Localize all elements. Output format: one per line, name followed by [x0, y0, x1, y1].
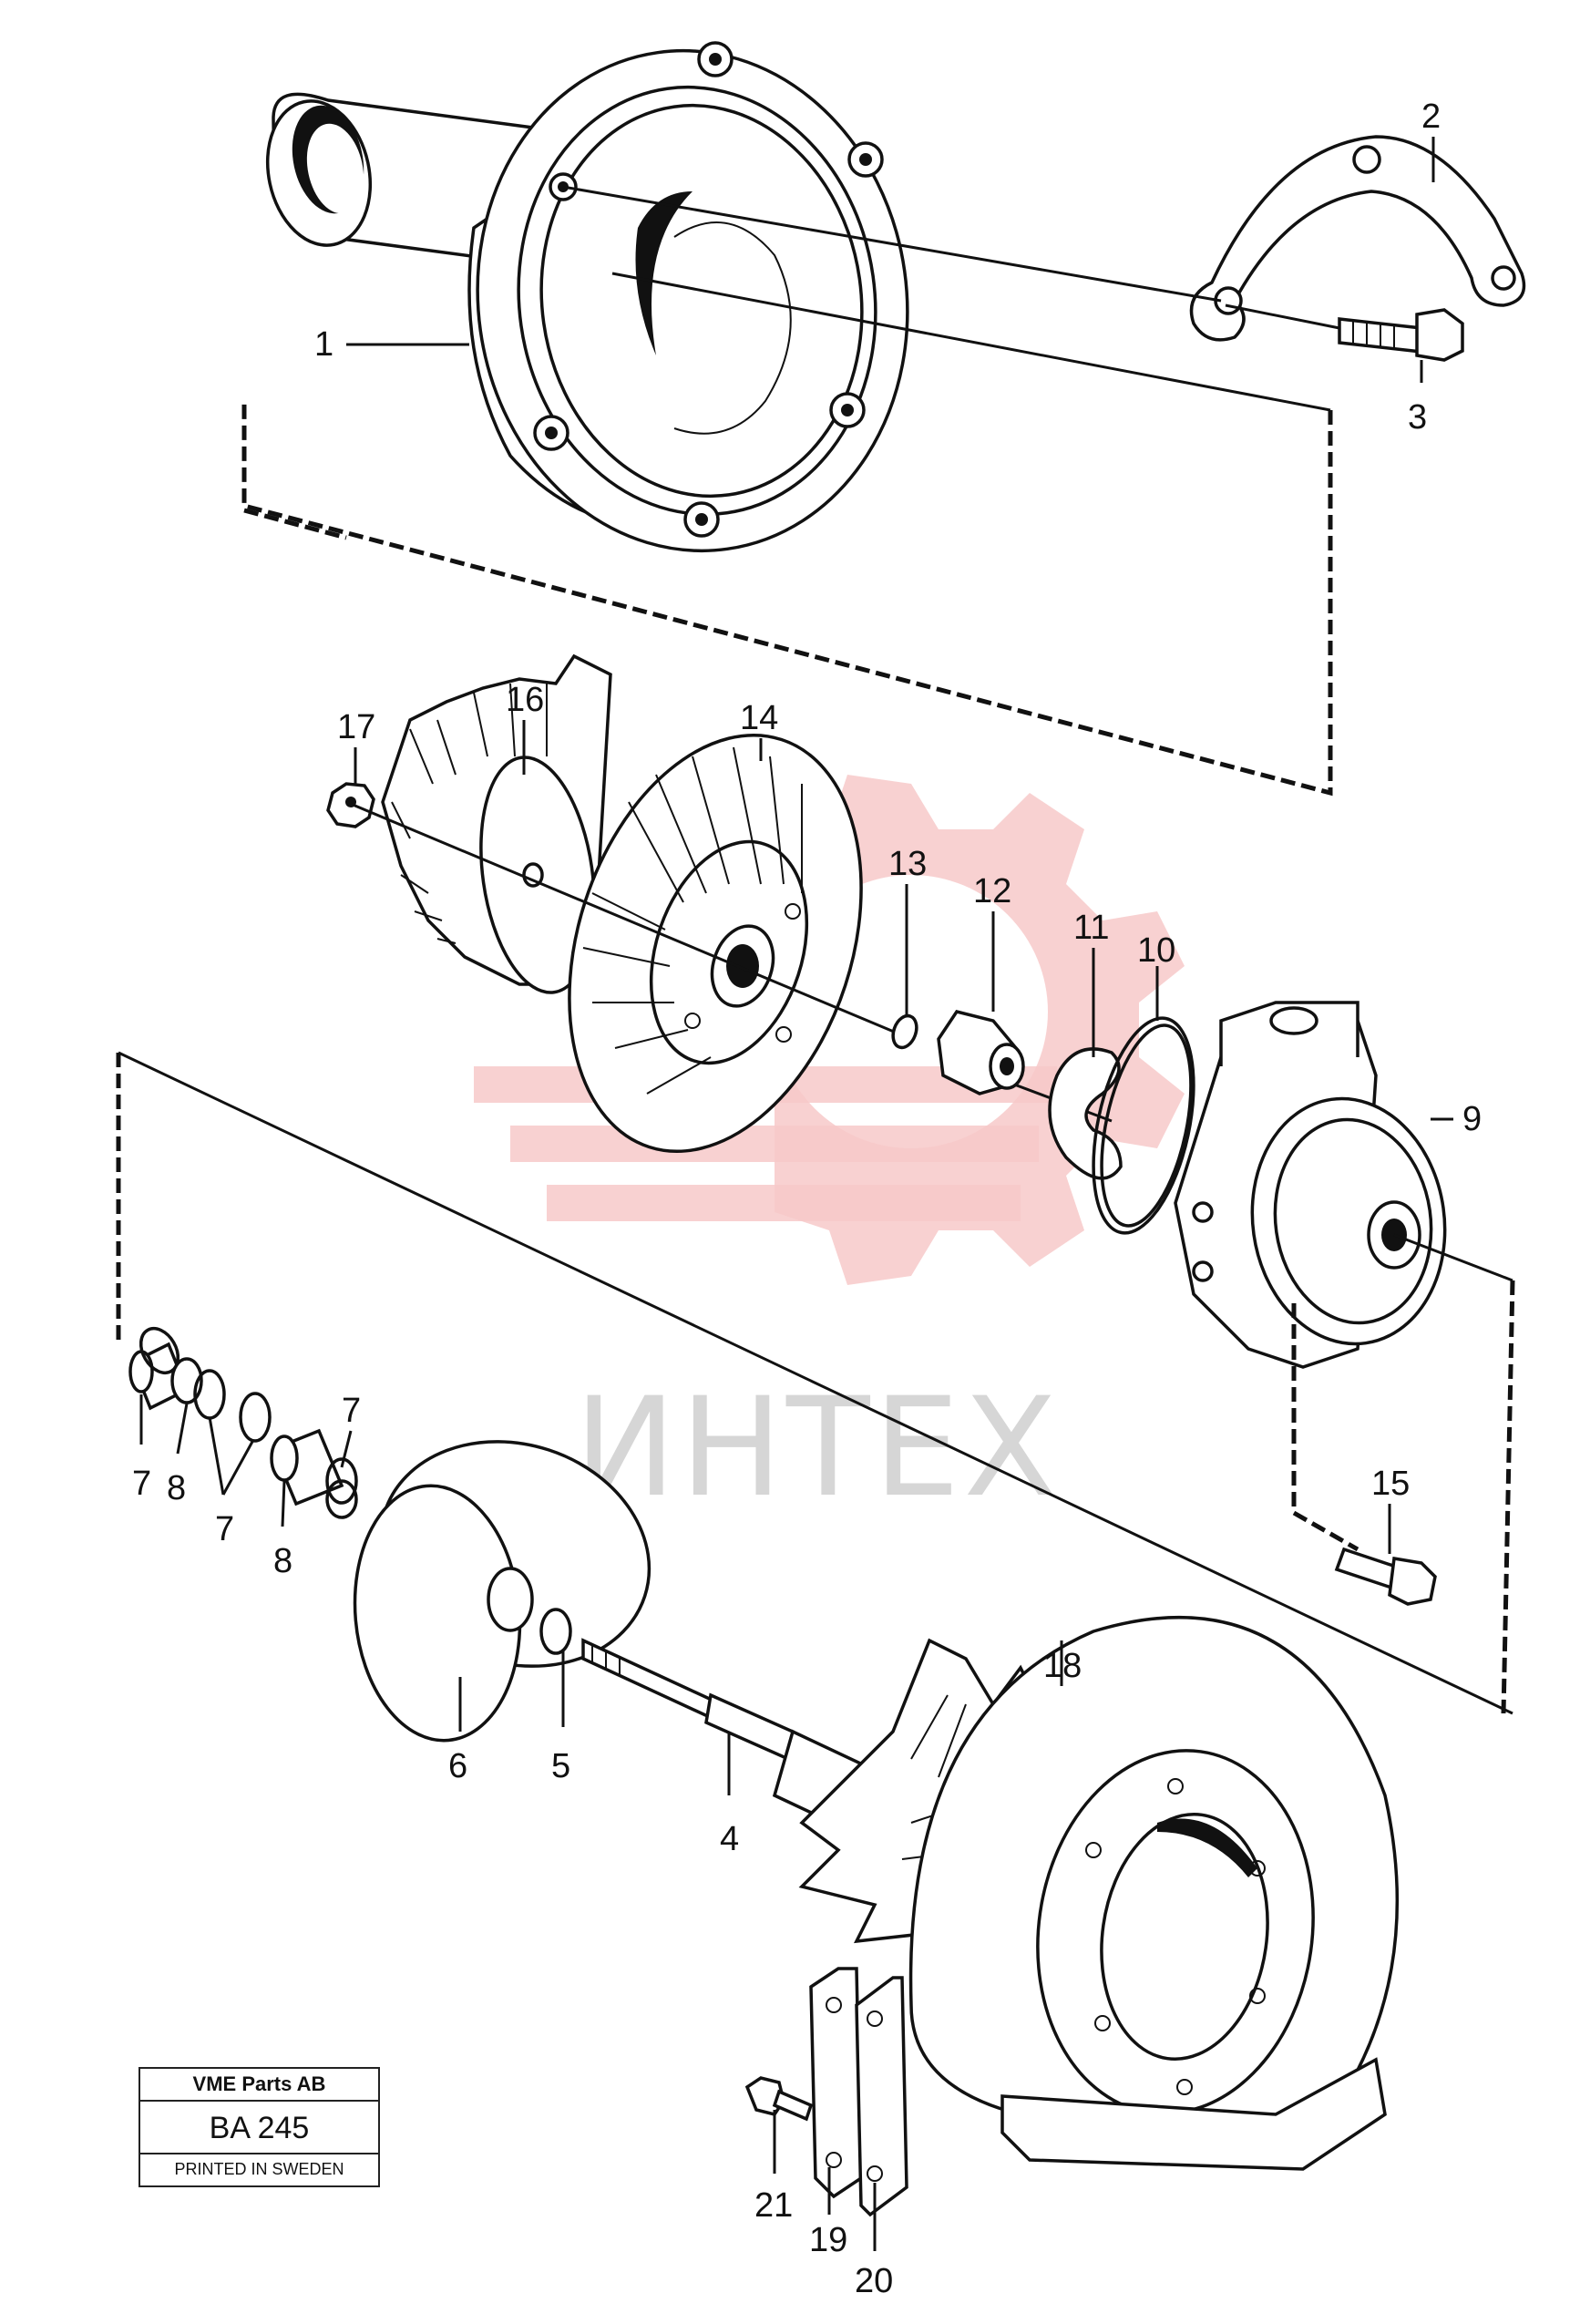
callout-5: 5: [551, 1747, 570, 1785]
callout-7a: 7: [132, 1465, 151, 1503]
part-9-bearing-housing: [1174, 1001, 1447, 1369]
callout-7c: 7: [342, 1392, 361, 1430]
callout-21: 21: [754, 2186, 793, 2225]
callout-19: 19: [809, 2221, 847, 2259]
part-7-8-bearings-rings: [128, 1327, 358, 1519]
title-plate: VME Parts AB BA 245 PRINTED IN SWEDEN: [139, 2067, 380, 2187]
callout-18: 18: [1043, 1647, 1082, 1685]
callout-10: 10: [1137, 931, 1175, 970]
callout-9: 9: [1462, 1100, 1482, 1138]
callout-8b: 8: [273, 1542, 292, 1580]
part-10-o-ring: [1092, 1016, 1195, 1235]
part-18-turbine-housing: [908, 1615, 1400, 2171]
callout-6: 6: [448, 1747, 467, 1785]
part-21-bolt: [744, 2076, 814, 2122]
part-19-20-clamp-plates: [809, 1967, 908, 2217]
callout-13: 13: [888, 845, 927, 883]
callout-11: 11: [1073, 909, 1109, 947]
callout-17: 17: [337, 708, 375, 746]
callout-16: 16: [506, 681, 544, 719]
callout-12: 12: [973, 872, 1011, 910]
callout-14: 14: [740, 699, 778, 737]
part-12-thrust-collar: [937, 1010, 1025, 1095]
part-6-heat-shield: [353, 1440, 651, 1743]
part-13-ring: [891, 1013, 918, 1050]
callout-2: 2: [1421, 98, 1441, 136]
callout-20: 20: [855, 2262, 893, 2300]
callout-8a: 8: [167, 1469, 186, 1507]
callout-15: 15: [1371, 1465, 1410, 1503]
watermark-text: ИНТЕХ: [574, 1369, 1061, 1527]
callout-4: 4: [720, 1820, 739, 1858]
callout-3: 3: [1408, 398, 1427, 437]
part-16-compressor-wheel: [381, 653, 612, 994]
part-14-seal-plate: [568, 733, 863, 1154]
part-5-ring: [539, 1608, 572, 1655]
plate-code: BA 245: [140, 2102, 378, 2154]
part-15-bolt: [1334, 1547, 1437, 1606]
part-3-bolt: [1338, 308, 1464, 362]
callout-7b: 7: [215, 1510, 234, 1548]
plate-company: VME Parts AB: [140, 2069, 378, 2102]
part-2-retaining-plate: [1189, 135, 1526, 342]
plate-printed: PRINTED IN SWEDEN: [174, 2160, 344, 2178]
part-1-compressor-housing: [265, 41, 909, 553]
callout-1: 1: [314, 325, 333, 364]
callout-leaders: [139, 137, 1453, 2251]
